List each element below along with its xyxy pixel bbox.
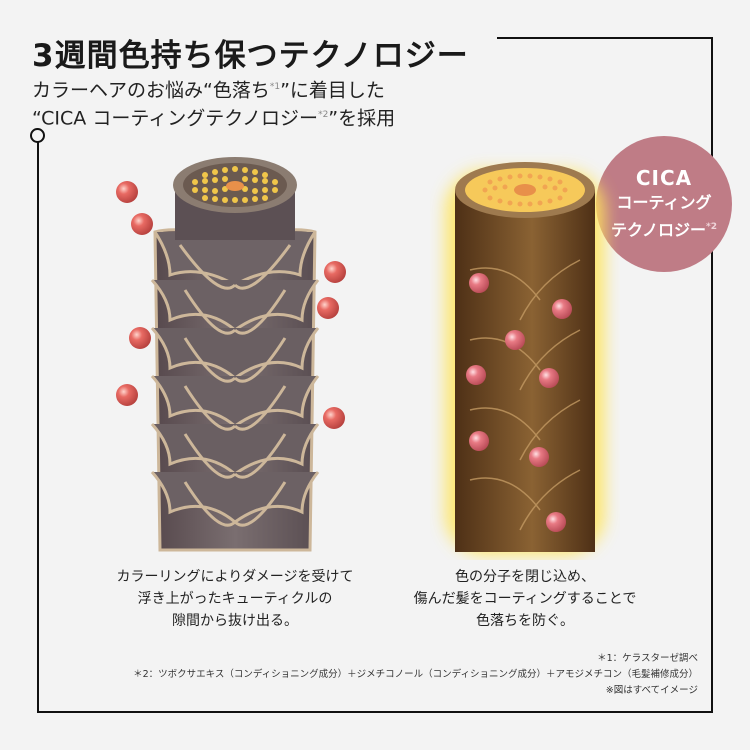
footnotes: ＊1：ケラスターゼ調べ ＊2：ツボクサエキス（コンディショニング成分）＋ジメチコ…	[133, 651, 698, 699]
sealed-cuticle-lines	[469, 259, 581, 531]
subtitle: カラーヘアのお悩み“色落ち*1”に着目した “CICA コーティングテクノロジー…	[32, 75, 395, 132]
color-molecules-trapped	[466, 273, 572, 532]
caption-damaged-hair: カラーリングによりダメージを受けて 浮き上がったキューティクルの 隙間から抜け出…	[116, 569, 354, 629]
cuticle-scales	[150, 228, 320, 552]
caption-coated-hair: 色の分子を閉じ込め、 傷んだ髪をコーティングすることで 色落ちを防ぐ。	[413, 569, 637, 629]
medulla	[226, 181, 244, 191]
cortex-dots	[192, 166, 278, 203]
footnote-1: ＊1：ケラスターゼ調べ	[597, 653, 698, 664]
color-molecules-escaping	[116, 181, 346, 429]
frame-border-left	[37, 142, 39, 713]
frame-border-right	[711, 37, 713, 713]
cortex-dots	[482, 173, 568, 207]
medulla	[514, 184, 536, 196]
frame-border-bottom	[37, 711, 713, 713]
footnote-image-note: ※図はすべてイメージ	[605, 685, 698, 696]
page-title: 3週間色持ち保つテクノロジー	[32, 38, 469, 74]
frame-border-top	[497, 37, 713, 39]
coated-hair-illustration	[445, 162, 605, 555]
footnote-2: ＊2：ツボクサエキス（コンディショニング成分）＋ジメチコノール（コンディショニン…	[133, 669, 698, 680]
subtitle-line-1: カラーヘアのお悩み“色落ち*1”に着目した	[32, 79, 385, 102]
damaged-hair-illustration	[116, 157, 346, 552]
subtitle-line-2: “CICA コーティングテクノロジー*2”を採用	[32, 107, 396, 130]
cica-badge: CICA コーティング テクノロジー*2	[596, 136, 732, 272]
frame-circle-marker-icon	[30, 128, 45, 143]
